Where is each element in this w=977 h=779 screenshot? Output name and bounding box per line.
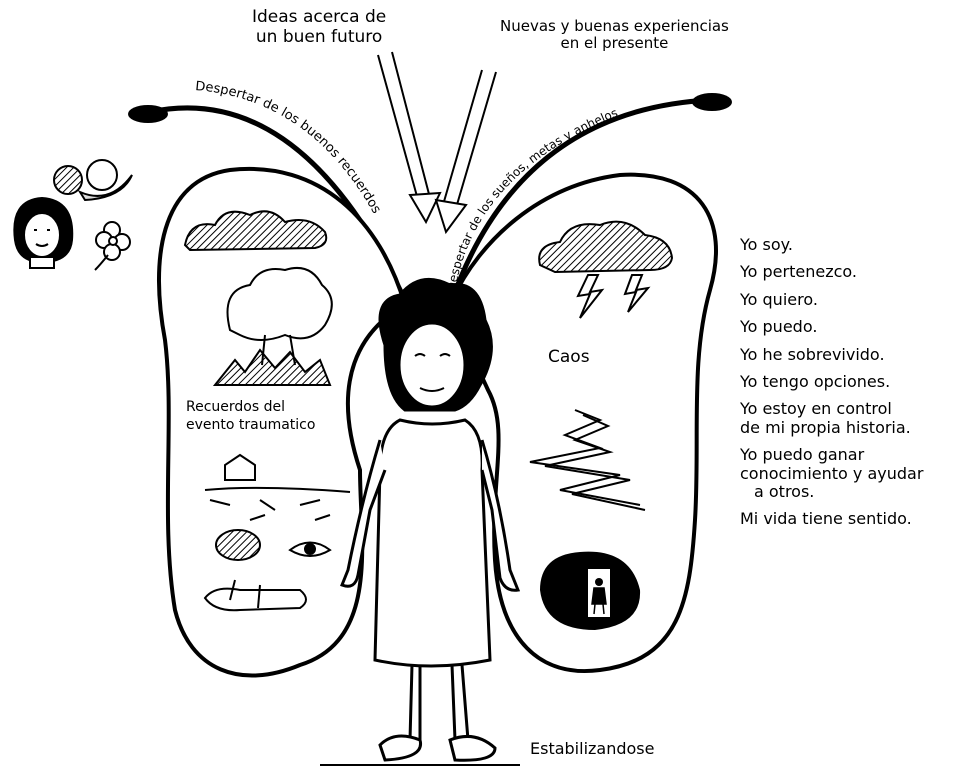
affirmation-5: Yo he sobrevivido. (740, 346, 923, 364)
legs (410, 665, 468, 740)
face (399, 323, 465, 407)
label-ideas-line1: Ideas acerca de (252, 8, 386, 28)
affirmation-9: Yo puedo ganar (740, 446, 923, 464)
dress (375, 420, 490, 666)
affirmations-list: Yo soy. Yo pertenezco. Yo quiero. Yo pue… (740, 236, 923, 529)
girl-face-icon (14, 198, 72, 268)
label-ideas: Ideas acerca de un buen futuro (252, 8, 386, 47)
label-nuevas-line1: Nuevas y buenas experiencias (500, 18, 729, 35)
label-ideas-line2: un buen futuro (252, 28, 386, 48)
label-nuevas: Nuevas y buenas experiencias en el prese… (500, 18, 729, 53)
flower-icon (95, 222, 130, 270)
affirmation-7: Yo estoy en control (740, 400, 923, 418)
label-nuevas-line2: en el presente (500, 35, 729, 52)
door-figure-icon (540, 552, 640, 630)
affirmation-2: Yo pertenezco. (740, 263, 923, 281)
label-caos: Caos (548, 348, 590, 368)
label-estabilizandose: Estabilizandose (530, 740, 654, 758)
label-recuerdos-line2: evento traumatico (186, 416, 315, 434)
affirmation-6: Yo tengo opciones. (740, 373, 923, 391)
sandals-icon (380, 736, 495, 760)
arrow-left (378, 52, 440, 222)
affirmation-3: Yo quiero. (740, 291, 923, 309)
affirmation-12: Mi vida tiene sentido. (740, 510, 923, 528)
affirmation-1: Yo soy. (740, 236, 923, 254)
label-recuerdos: Recuerdos del evento traumatico (186, 398, 315, 434)
affirmation-8: de mi propia historia. (740, 419, 923, 437)
bomb-icon (216, 530, 260, 560)
fruit-bowl-icon (54, 160, 132, 200)
affirmation-4: Yo puedo. (740, 318, 923, 336)
affirmation-11: a otros. (740, 483, 923, 501)
label-recuerdos-line1: Recuerdos del (186, 398, 315, 416)
affirmation-10: conocimiento y ayudar (740, 465, 923, 483)
